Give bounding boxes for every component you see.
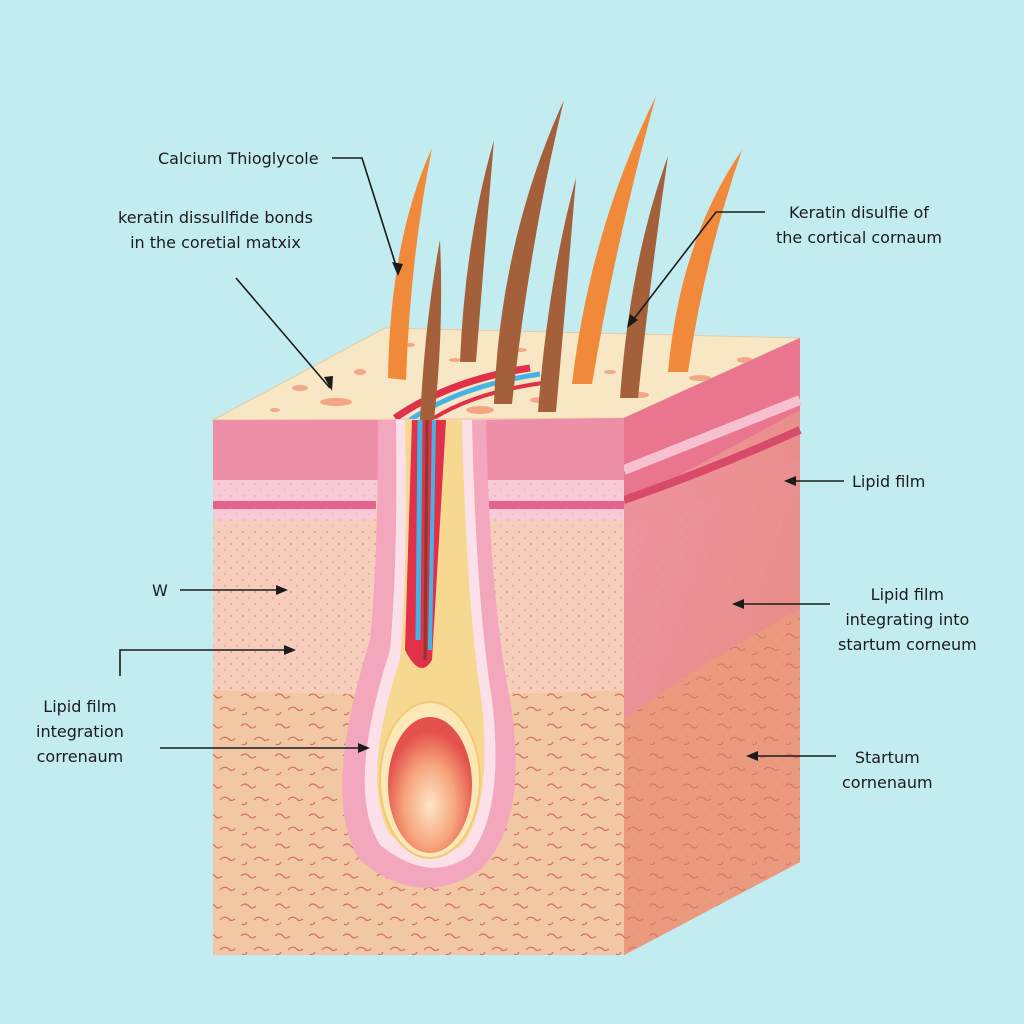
label-keratin-disulfide-bonds: keratin dissullfide bonds in the coretia… [118, 208, 313, 252]
label-startum-cornenaum: Startum cornenaum [842, 748, 933, 792]
leader-keratin-right [629, 211, 765, 325]
label-keratin-cortical: Keratin disulfie of the cortical cornaum [776, 203, 942, 247]
label-lipid-film-integrating: Lipid film integrating into startum corn… [838, 585, 977, 654]
label-calcium-thioglycole: Calcium Thioglycole [158, 149, 319, 168]
leader-lines [119, 157, 844, 757]
label-lipid-film-integration: Lipid film integration correnaum [36, 697, 124, 766]
hair-bulb [388, 717, 472, 853]
leader-keratin-left [235, 277, 331, 389]
arrowheads [276, 262, 796, 761]
leader-lipid-integration-top [119, 649, 292, 676]
label-w: W [152, 581, 168, 600]
hair-strands [388, 96, 742, 420]
leader-calcium [332, 157, 399, 273]
label-lipid-film: Lipid film [852, 472, 926, 491]
